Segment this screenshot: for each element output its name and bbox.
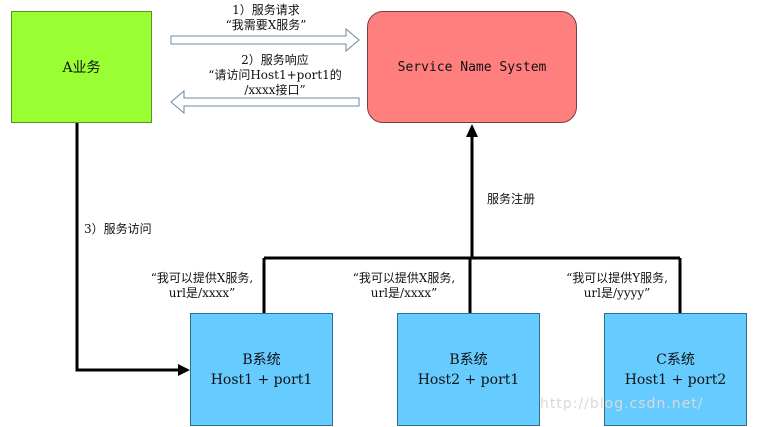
response-arrow [170, 89, 360, 115]
request-label-line2: “我需要X服务” [225, 18, 307, 32]
b1-callout-line2: url是/xxxx” [168, 286, 236, 300]
service-name-system-box: Service Name System [367, 11, 577, 123]
response-label-line2: “请访问Host1+port1的 [208, 68, 342, 82]
c1-callout: “我可以提供Y服务, url是/yyyy” [555, 271, 679, 301]
service-name-system-label: Service Name System [397, 59, 547, 75]
response-label-line3: /xxxx接口” [244, 83, 306, 97]
access-label: 3）服务访问 [84, 222, 152, 236]
b2-callout-line2: url是/xxxx” [370, 286, 438, 300]
request-label-line1: 1）服务请求 [232, 3, 300, 17]
c1-callout-line1: “我可以提供Y服务, [566, 271, 668, 285]
b2-callout: “我可以提供X服务, url是/xxxx” [342, 271, 466, 301]
c1-callout-line2: url是/yyyy” [583, 286, 651, 300]
access-line [75, 123, 178, 372]
request-label: 1）服务请求 “我需要X服务” [196, 3, 336, 33]
service-c-host1-host: Host1 + port2 [624, 371, 727, 388]
service-b-host1-host: Host1 + port1 [210, 371, 313, 388]
b1-callout: “我可以提供X服务, url是/xxxx” [140, 271, 264, 301]
service-b-host2-title: B系统 [449, 351, 488, 368]
b2-callout-line1: “我可以提供X服务, [352, 271, 456, 285]
access-arrowhead [178, 364, 190, 376]
service-a-box: A业务 [11, 11, 152, 123]
service-c-host1-title: C系统 [656, 351, 695, 368]
service-a-label: A业务 [62, 60, 101, 76]
request-arrow [170, 27, 360, 53]
b1-callout-line1: “我可以提供X服务, [150, 271, 254, 285]
response-label-line1: 2）服务响应 [241, 53, 309, 67]
register-arrowhead [466, 124, 478, 137]
service-c-host1-box: C系统 Host1 + port2 [604, 313, 747, 426]
response-label: 2）服务响应 “请访问Host1+port1的 /xxxx接口” [185, 53, 365, 98]
service-b-host2-box: B系统 Host2 + port1 [397, 313, 540, 426]
service-b-host1-box: B系统 Host1 + port1 [190, 313, 333, 426]
service-b-host2-host: Host2 + port1 [417, 371, 520, 388]
service-b-host1-title: B系统 [242, 351, 281, 368]
register-label: 服务注册 [487, 192, 536, 206]
watermark-text: http://blog.csdn.net/ [540, 396, 704, 412]
